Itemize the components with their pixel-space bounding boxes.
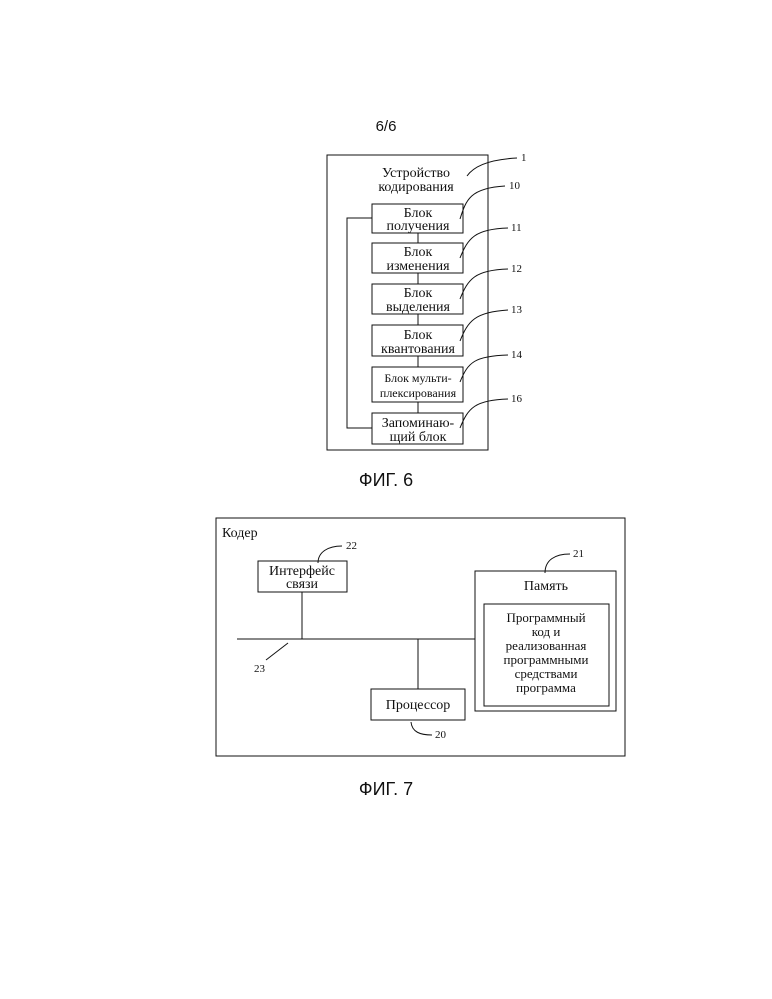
leader-line-14 xyxy=(460,355,508,382)
ref-number-11: 11 xyxy=(511,222,522,234)
leader-line-13 xyxy=(460,310,508,341)
program-text-line: Программный xyxy=(506,610,585,625)
ref-number-21: 21 xyxy=(573,548,584,560)
program-text-line: код и xyxy=(532,624,561,639)
block-label: щий блок xyxy=(390,430,447,445)
ref-number-16: 16 xyxy=(511,393,523,405)
block-label: выделения xyxy=(386,300,451,315)
ref-number-23: 23 xyxy=(254,663,266,675)
ref-number-13: 13 xyxy=(511,304,523,316)
ref-number-20: 20 xyxy=(435,729,447,741)
processor-label: Процессор xyxy=(386,698,451,713)
leader-line-10 xyxy=(460,186,505,219)
block-label: квантования xyxy=(381,342,455,357)
block-label: Блок мульти- xyxy=(384,371,451,385)
ref-number-12: 12 xyxy=(511,263,522,275)
ref-number-1: 1 xyxy=(521,152,527,164)
ref-number-22: 22 xyxy=(346,540,357,552)
leader-line-12 xyxy=(460,269,508,299)
program-text-line: реализованная xyxy=(506,638,587,653)
fig7-caption: ФИГ. 7 xyxy=(0,779,772,800)
device-title-line2: кодирования xyxy=(378,180,454,195)
block-label: получения xyxy=(387,219,451,234)
ref-number-10: 10 xyxy=(509,180,521,192)
feedback-line xyxy=(347,218,372,428)
block-label: плексирования xyxy=(380,386,457,400)
memory-label: Память xyxy=(524,579,568,594)
interface-label-line2: связи xyxy=(286,577,319,592)
block-label: Блок xyxy=(404,328,433,343)
block-label: изменения xyxy=(386,259,450,274)
program-text-line: программа xyxy=(516,680,576,695)
leader-line-22 xyxy=(318,546,342,563)
leader-line-11 xyxy=(460,228,508,258)
leader-line-23 xyxy=(266,643,288,660)
leader-line-1 xyxy=(467,158,517,176)
block-label: Блок xyxy=(404,286,433,301)
program-text-line: средствами xyxy=(515,666,578,681)
ref-number-14: 14 xyxy=(511,349,523,361)
encoder-label: Кодер xyxy=(222,526,258,541)
device-title-line1: Устройство xyxy=(382,166,450,181)
block-label: Запоминаю- xyxy=(382,416,455,431)
fig6-caption: ФИГ. 6 xyxy=(0,470,772,491)
leader-line-16 xyxy=(460,399,508,428)
block-label: Блок xyxy=(404,245,433,260)
leader-line-20 xyxy=(411,722,432,735)
program-text-line: программными xyxy=(504,652,589,667)
leader-line-21 xyxy=(545,554,570,573)
